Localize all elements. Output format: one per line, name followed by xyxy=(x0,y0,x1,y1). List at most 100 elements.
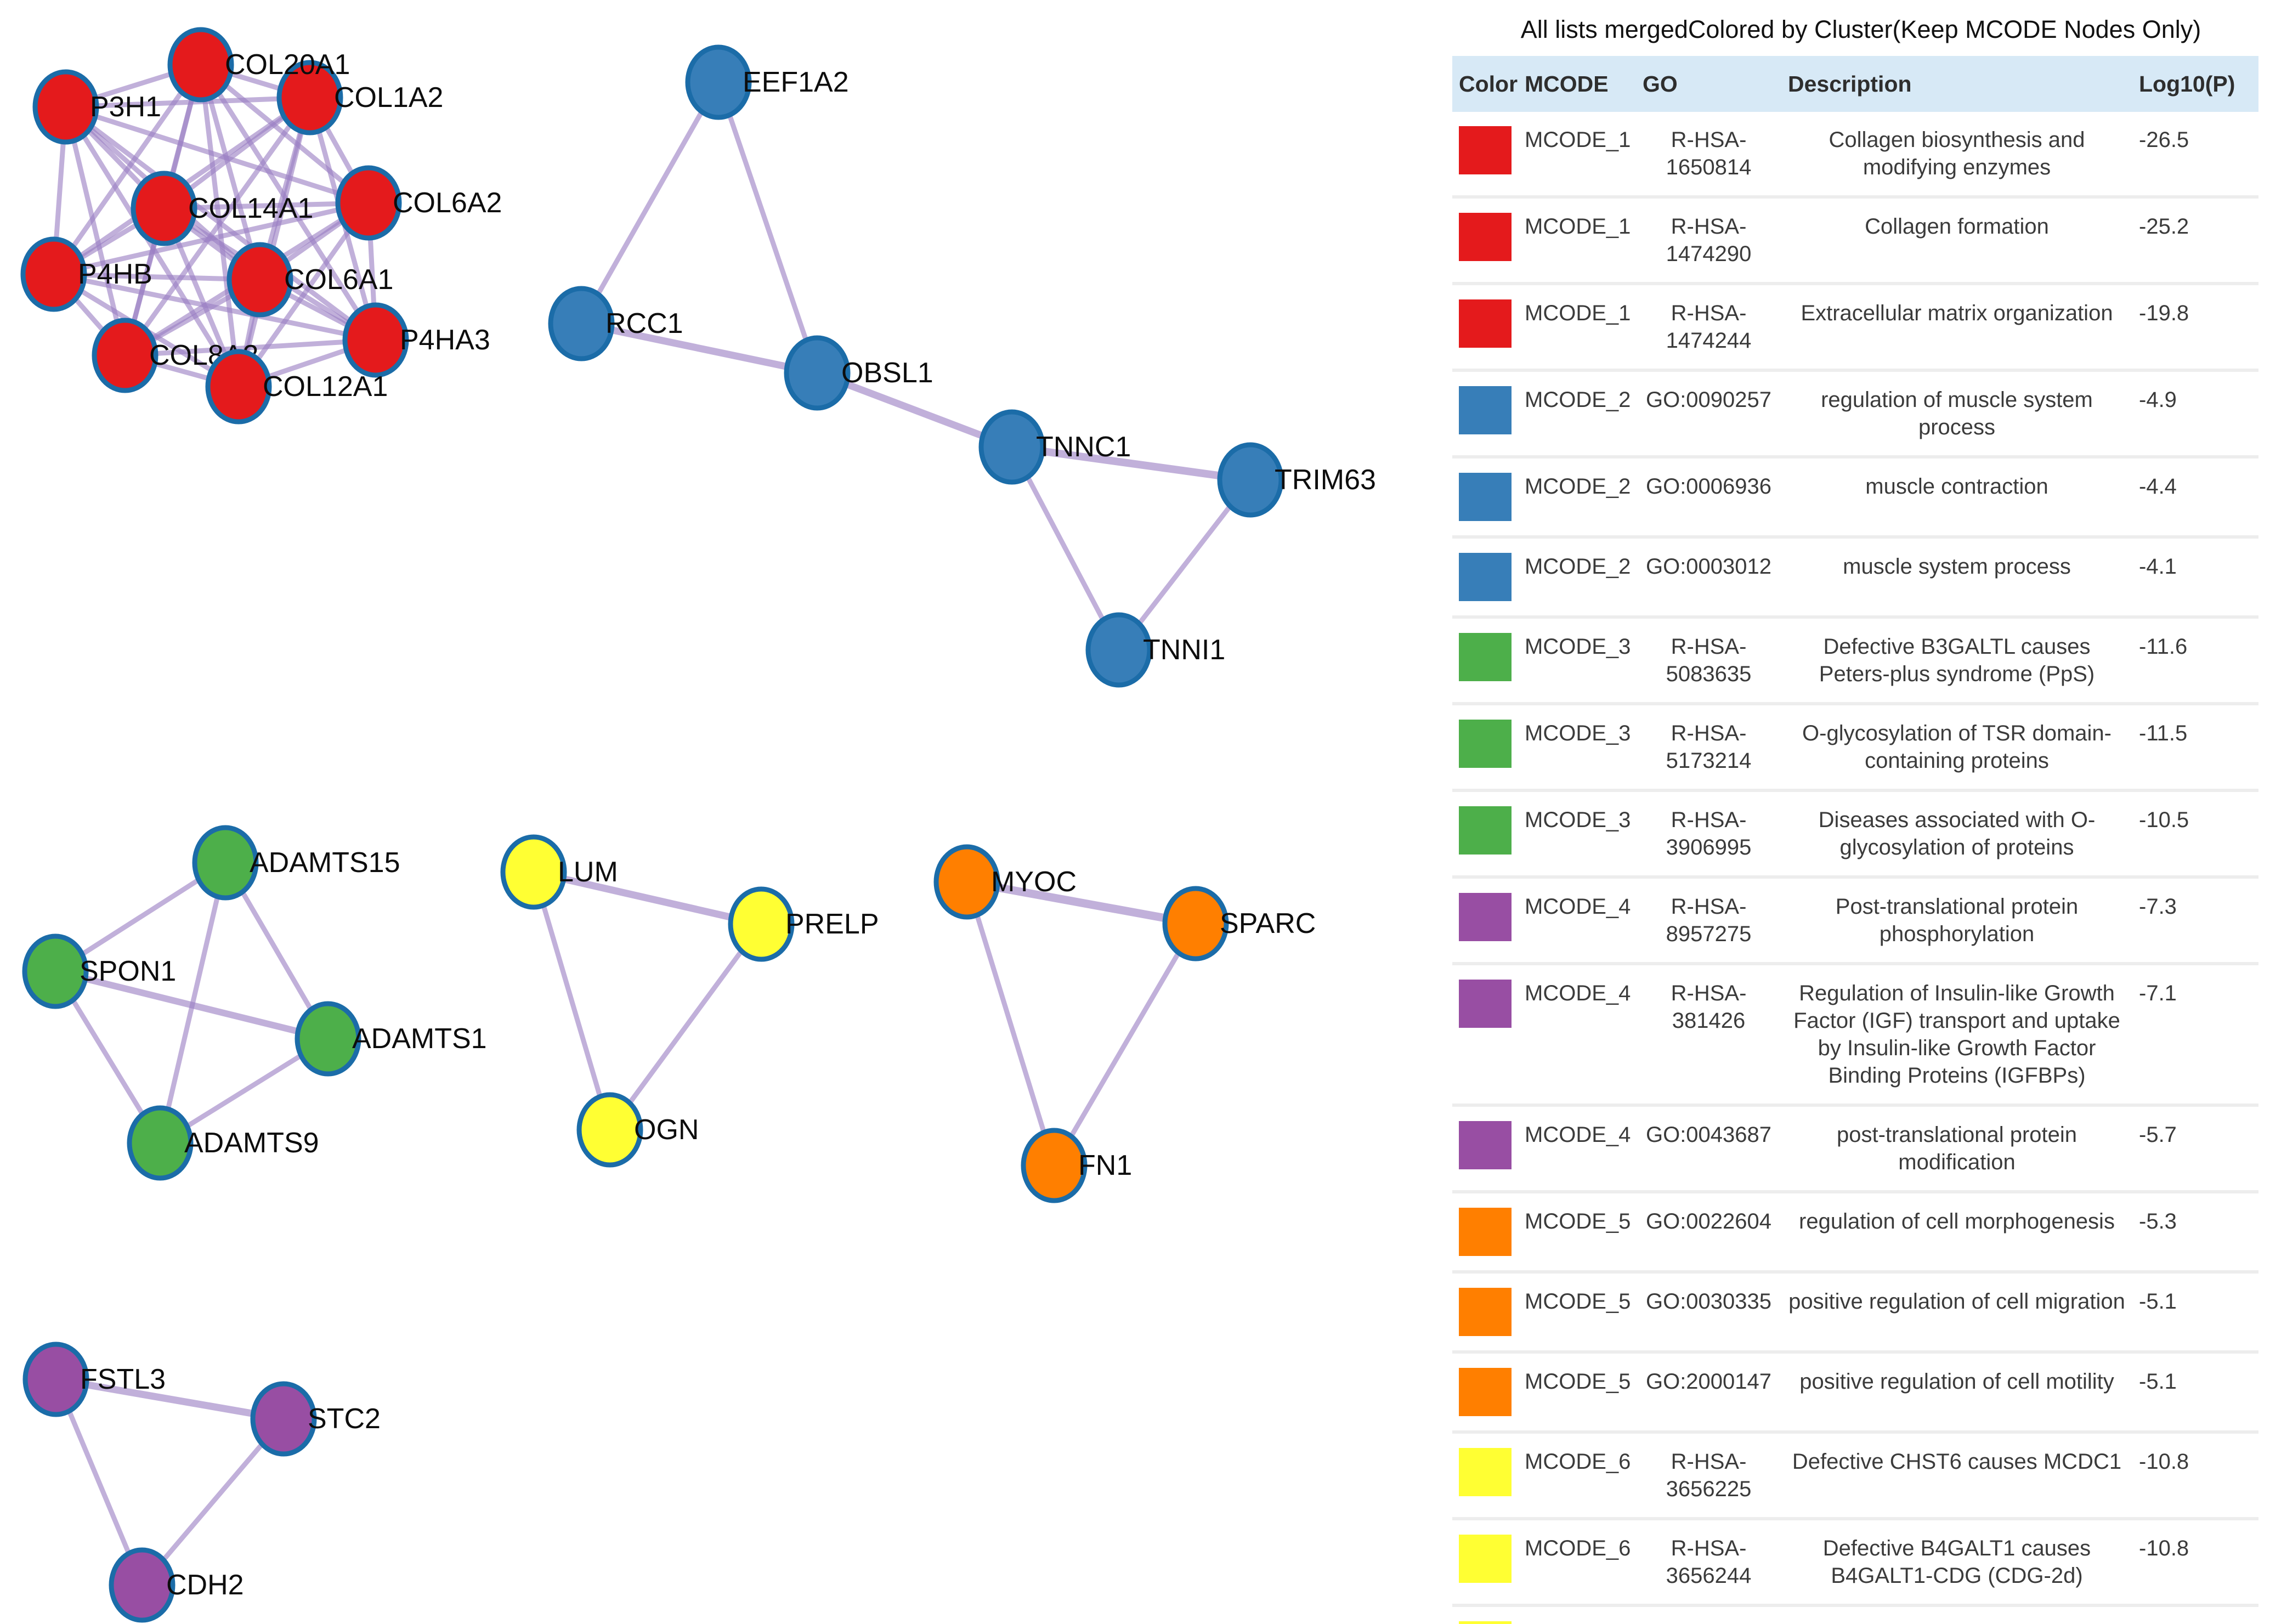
gene-node-label-TRIM63: TRIM63 xyxy=(1275,464,1376,496)
gene-node-COL12A1 xyxy=(205,349,272,425)
go-cell: R-HSA-1650814 xyxy=(1666,128,1752,179)
mcode-cell: MCODE_4 xyxy=(1518,962,1636,1105)
gene-node-EEF1A2 xyxy=(685,44,752,120)
gene-node-label-P4HA3: P4HA3 xyxy=(400,324,490,356)
go-cell: R-HSA-5173214 xyxy=(1636,702,1781,790)
gene-node-label-COL6A1: COL6A1 xyxy=(284,264,393,296)
gene-node-label-COL20A1: COL20A1 xyxy=(225,49,350,81)
gene-node-label-COL14A1: COL14A1 xyxy=(188,193,313,224)
go-cell: R-HSA-3656244 xyxy=(1636,1517,1781,1605)
edge-COL20A1-P4HA3 xyxy=(198,62,378,343)
gene-node-label-FN1: FN1 xyxy=(1078,1150,1132,1181)
column-header-log10p: Log10(P) xyxy=(2132,56,2258,112)
cluster-color-swatch xyxy=(1459,1368,1512,1416)
gene-node-COL14A1 xyxy=(131,171,197,246)
go-cell: R-HSA-3656225 xyxy=(1636,1430,1781,1519)
go-cell: GO:0090257 xyxy=(1636,369,1781,457)
go-cell: GO:0030335 xyxy=(1636,1270,1781,1352)
gene-node-ADAMTS1 xyxy=(295,1001,361,1077)
description-cell: muscle system process xyxy=(1781,535,2132,617)
gene-node-FSTL3 xyxy=(22,1342,89,1417)
description-cell: Collagen biosynthesis and modifying enzy… xyxy=(1829,128,2085,179)
table-row: MCODE_1 R-HSA-1650814 Collagen biosynthesi… xyxy=(1452,112,2258,197)
edge-RCC1-OBSL1 xyxy=(578,320,821,377)
edge-TNNC1-TNNI1 xyxy=(1009,444,1122,653)
table-row: MCODE_6R-HSA-3656243Defective ST3GAL3 ca… xyxy=(1452,1604,2258,1624)
gene-node-P3H1 xyxy=(32,69,99,145)
edge-P3H1-COL1A2 xyxy=(63,95,313,110)
cluster-color-swatch xyxy=(1459,213,1512,261)
gene-node-COL6A1 xyxy=(227,242,293,318)
edge-PRELP-OGN xyxy=(607,921,764,1133)
edge-SPON1-ADAMTS1 xyxy=(52,968,331,1042)
cluster-color-swatch xyxy=(1459,720,1512,768)
edge-TNNC1-TRIM63 xyxy=(1008,443,1254,484)
gene-node-label-EEF1A2: EEF1A2 xyxy=(743,66,849,98)
edge-LUM-PRELP xyxy=(530,868,765,928)
gene-node-label-P3H1: P3H1 xyxy=(90,91,161,123)
gene-node-label-ADAMTS1: ADAMTS1 xyxy=(352,1023,487,1055)
log10p-cell: -26.5 xyxy=(2139,128,2189,152)
gene-node-CDH2 xyxy=(109,1547,176,1623)
log10p-cell: -7.3 xyxy=(2132,875,2258,964)
go-cell: R-HSA-3906995 xyxy=(1636,789,1781,877)
log10p-cell: -10.8 xyxy=(2132,1430,2258,1519)
edge-LUM-OGN xyxy=(531,869,613,1133)
cluster-color-swatch xyxy=(1459,1621,1512,1624)
go-cell: R-HSA-1474244 xyxy=(1636,282,1781,370)
log10p-cell: -11.5 xyxy=(2132,702,2258,790)
gene-node-LUM xyxy=(500,834,567,910)
gene-node-label-MYOC: MYOC xyxy=(991,866,1077,898)
color-cell xyxy=(1452,1604,1518,1624)
gene-node-SPON1 xyxy=(22,933,89,1009)
gene-node-ADAMTS9 xyxy=(127,1105,194,1181)
mcode-cell: MCODE_1 xyxy=(1525,128,1631,152)
mcode-cell: MCODE_3 xyxy=(1518,615,1636,704)
mcode-cell: MCODE_4 xyxy=(1518,1104,1636,1192)
edge-EEF1A2-RCC1 xyxy=(579,80,721,326)
column-header-description: Description xyxy=(1781,56,2132,112)
gene-node-SPARC xyxy=(1162,886,1229,961)
gene-node-label-CDH2: CDH2 xyxy=(166,1569,244,1601)
gene-node-TNNC1 xyxy=(978,409,1045,485)
description-cell: regulation of muscle system process xyxy=(1781,369,2132,457)
cluster-color-swatch xyxy=(1459,806,1512,855)
go-cell: GO:0003012 xyxy=(1636,535,1781,617)
mcode-cell: MCODE_2 xyxy=(1518,455,1636,537)
gene-node-label-TNNC1: TNNC1 xyxy=(1036,431,1131,463)
gene-node-TNNI1 xyxy=(1085,612,1152,688)
mcode-cell: MCODE_3 xyxy=(1518,789,1636,877)
go-cell: R-HSA-8957275 xyxy=(1636,875,1781,964)
gene-node-MYOC xyxy=(933,844,1000,920)
edge-COL20A1-COL6A2 xyxy=(198,62,371,206)
go-cell: GO:0022604 xyxy=(1636,1190,1781,1272)
log10p-cell: -4.1 xyxy=(2132,535,2258,617)
gene-node-STC2 xyxy=(250,1381,317,1457)
color-cell xyxy=(1452,875,1518,964)
gene-node-P4HA3 xyxy=(342,302,409,378)
cluster-color-swatch xyxy=(1459,299,1512,348)
color-cell xyxy=(1452,702,1518,790)
gene-node-label-COL6A2: COL6A2 xyxy=(393,187,502,219)
gene-node-RCC1 xyxy=(548,286,615,361)
mcode-cell: MCODE_6 xyxy=(1518,1517,1636,1605)
table-body: MCODE_1 R-HSA-1650814 Collagen biosynthesi… xyxy=(1452,112,2258,1624)
title-colored-by-cluster: Colored by Cluster(Keep MCODE Nodes Only… xyxy=(1688,15,2201,43)
go-cell: R-HSA-3656243 xyxy=(1636,1604,1781,1624)
color-cell xyxy=(1452,1430,1518,1519)
mcode-cell: MCODE_2 xyxy=(1518,369,1636,457)
mcode-cell: MCODE_3 xyxy=(1518,702,1636,790)
description-cell: Collagen formation xyxy=(1781,195,2132,284)
